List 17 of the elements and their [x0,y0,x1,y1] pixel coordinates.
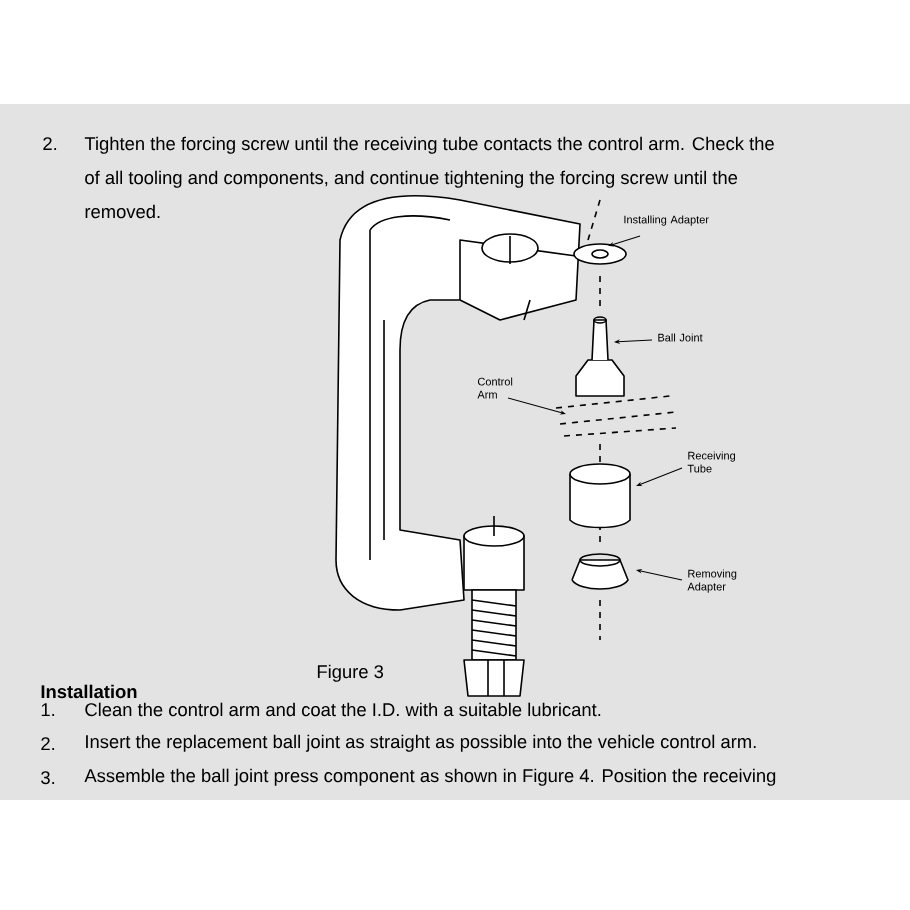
step-number: 1. [41,703,55,716]
instruction-text: of all tooling and components, and continue tightening the forcing screw until the [85,170,738,188]
step-number: 3. [41,771,55,785]
instruction-text: Assemble the ball joint press component as shown in Figure 4. Position the receiving [84,768,776,786]
step-number: 2. [41,737,55,750]
figure-caption: Figure 3 [317,664,384,682]
leader-line [636,467,683,486]
instruction-text: Clean the control arm and coat the I.D. with a suitable lubricant. [85,702,601,717]
leader-line [636,569,683,581]
leader-line [608,235,641,247]
instruction-text: Tighten the forcing screw until the receiving tube contacts the control arm. Check the [84,136,774,154]
instruction-text: removed. [85,204,160,219]
leader-line [507,397,566,415]
leader-line [614,339,653,344]
section-heading: Installation [41,684,137,699]
step-number: 2. [43,137,57,150]
instruction-text: Insert the replacement ball joint as straight as possible into the vehicle control arm. [86,734,756,752]
